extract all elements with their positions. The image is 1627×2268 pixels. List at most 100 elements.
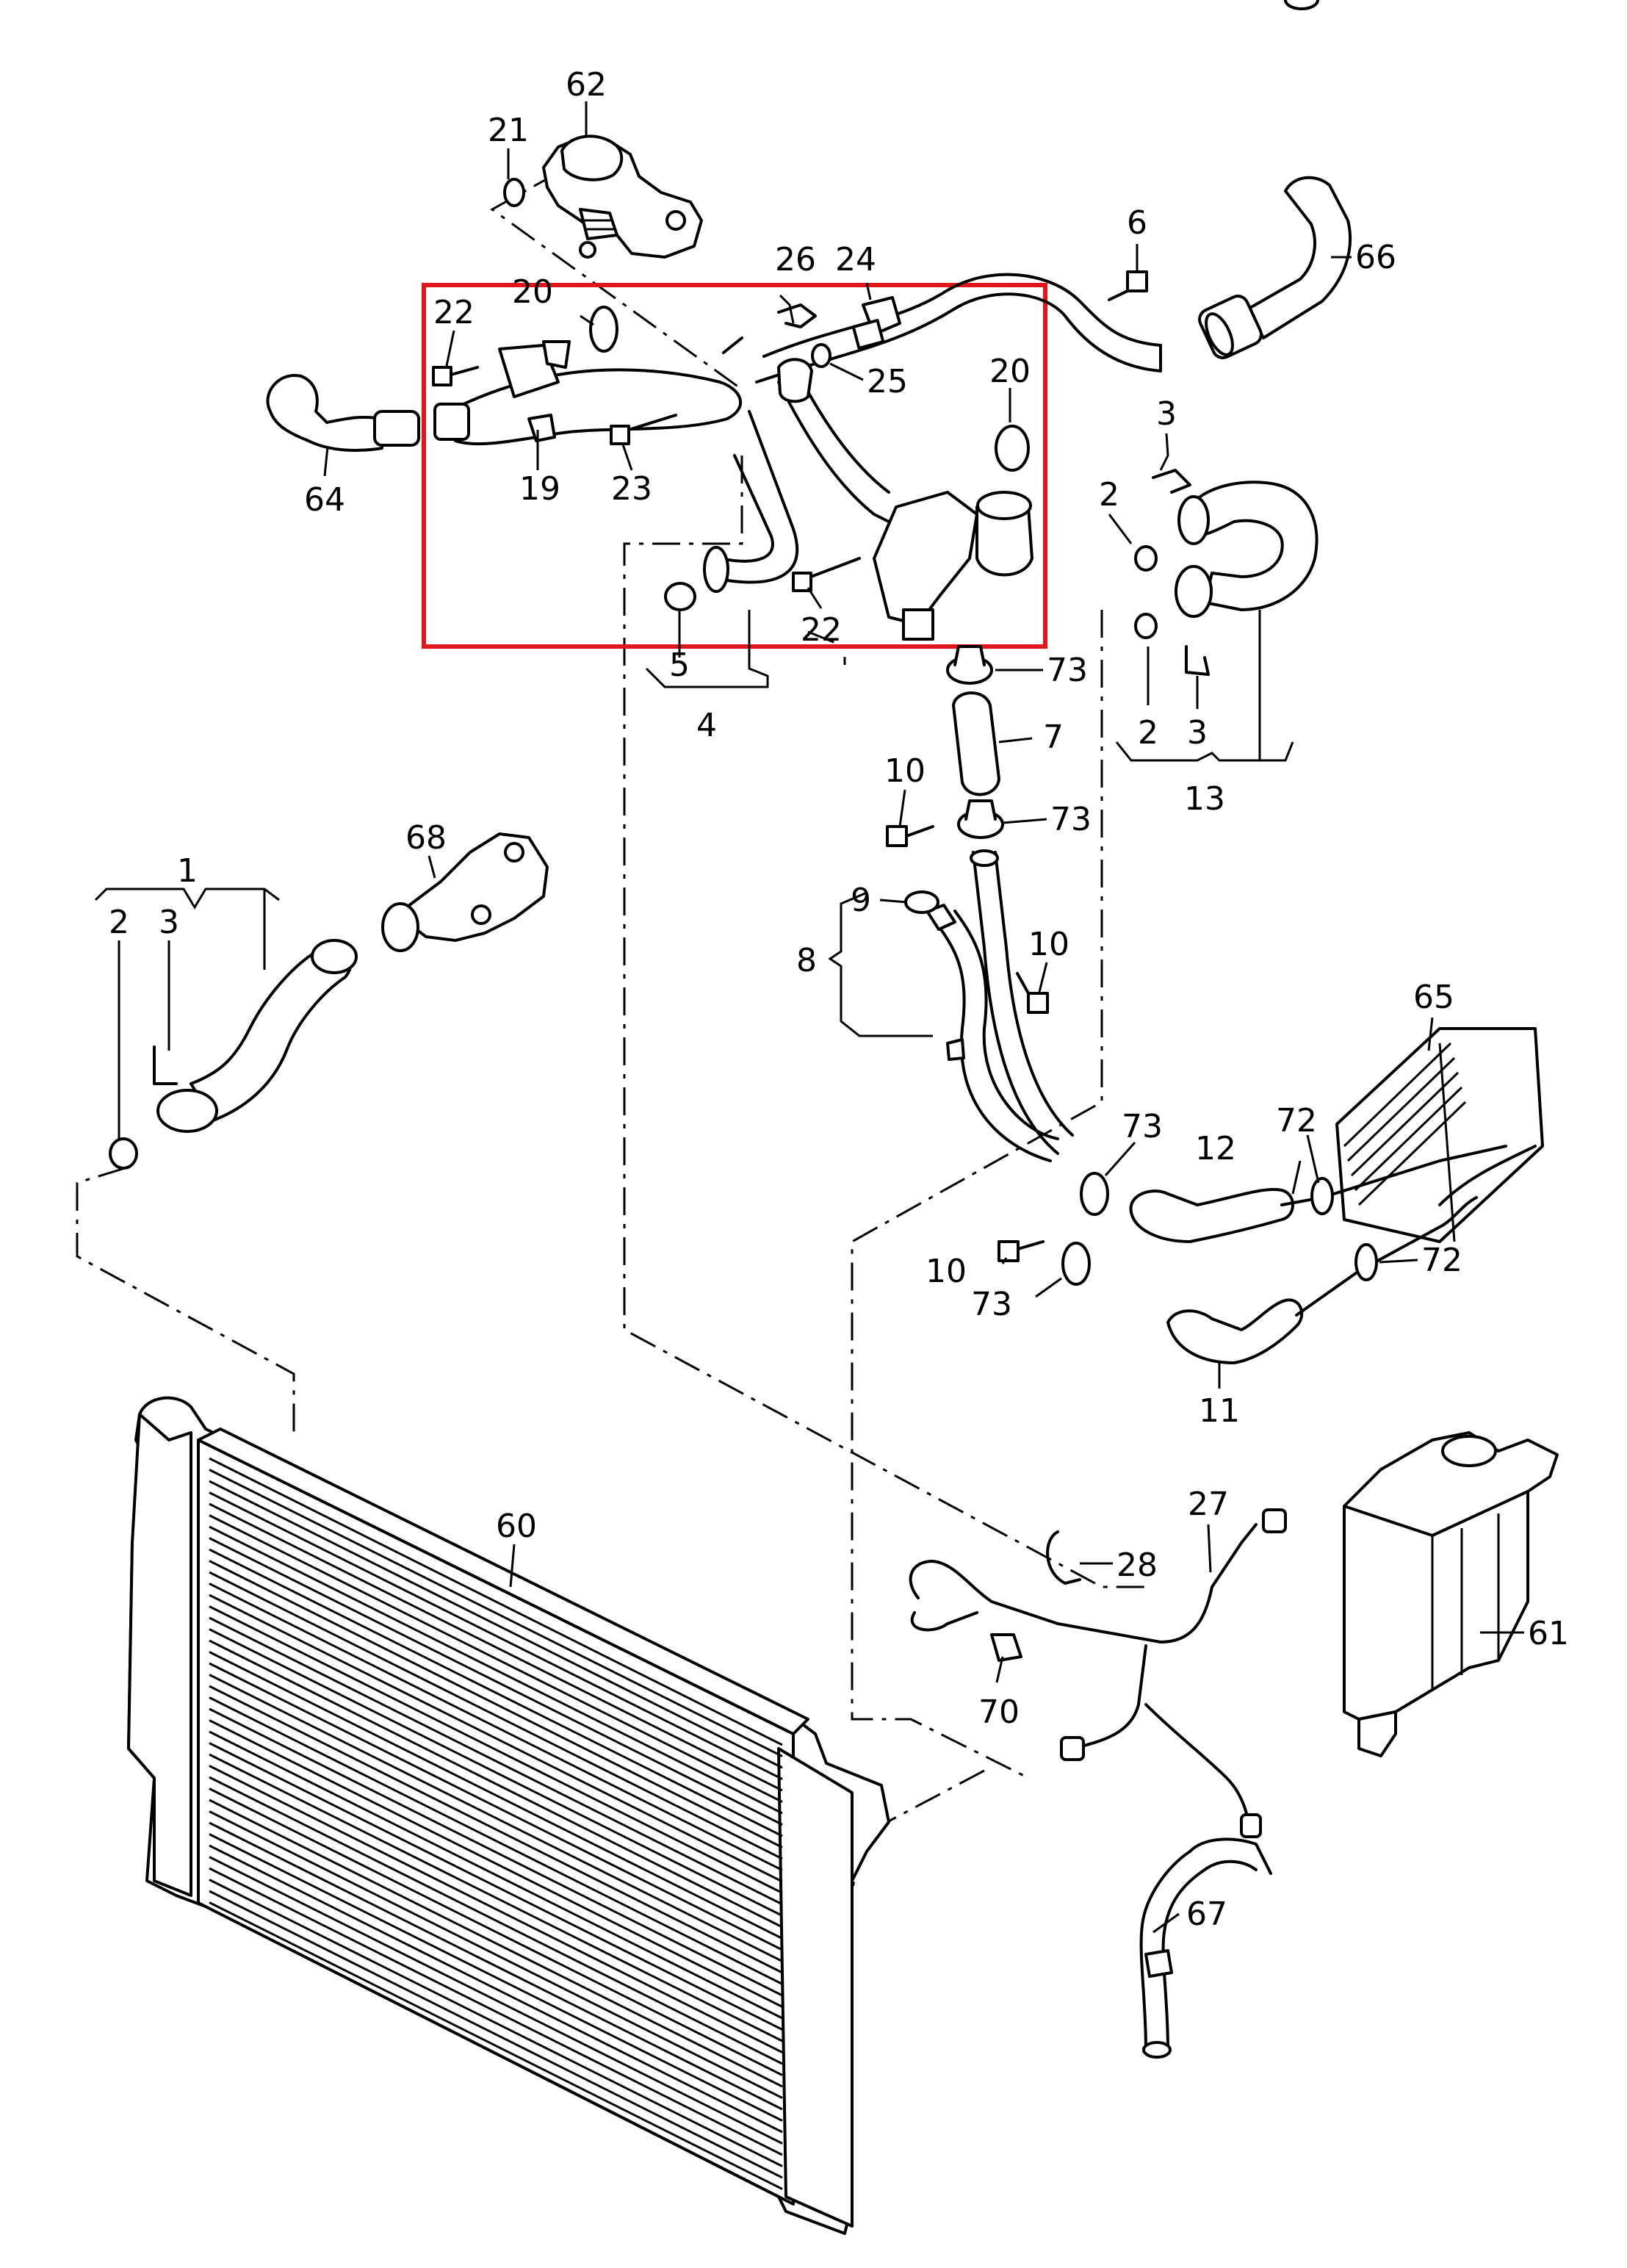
radiator-fin: [209, 1810, 783, 2099]
part-10-bolt-lower: [998, 1240, 1045, 1262]
callout-20-left: 20: [512, 273, 553, 311]
callout-28: 28: [1116, 1547, 1158, 1584]
callout-4: 4: [696, 707, 717, 744]
radiator-fin: [209, 1867, 783, 2156]
part-20-o-ring-right: [995, 425, 1030, 472]
callout-labels: 62 21 6 66 26 24 25 20 22 19 23 20 22 5 …: [109, 66, 1569, 1933]
callout-12: 12: [1195, 1130, 1236, 1167]
callout-72-lower: 72: [1421, 1242, 1462, 1279]
callout-8: 8: [796, 942, 817, 979]
radiator-fin: [209, 1514, 783, 1803]
radiator-fin: [209, 1685, 783, 1974]
part-70-clip: [990, 1633, 1022, 1662]
callout-11: 11: [1199, 1392, 1240, 1430]
callout-68: 68: [405, 819, 447, 857]
part-68-flange: [381, 832, 549, 952]
callout-73-top: 73: [1047, 652, 1088, 689]
callout-61: 61: [1528, 1615, 1569, 1652]
radiator-fin: [209, 1901, 783, 2190]
callout-3-left: 3: [159, 904, 179, 941]
callout-2-left: 2: [109, 904, 129, 941]
part-21-o-ring: [503, 178, 525, 207]
part-13-hose-assembly: [1175, 480, 1318, 618]
part-27-hose-line: [909, 1508, 1287, 1838]
part-7-hose: [952, 691, 1000, 796]
callout-10-lower: 10: [926, 1253, 967, 1290]
callout-60: 60: [496, 1508, 537, 1545]
radiator-fin: [209, 1537, 783, 1826]
part-2-o-ring-upper: [1134, 545, 1158, 572]
radiator-fins: [209, 1457, 783, 2190]
part-2-o-ring-lower: [1134, 613, 1158, 639]
callout-72-upper: 72: [1276, 1102, 1317, 1140]
part-73-clamp-middle: [957, 799, 1004, 839]
radiator-fin: [209, 1719, 783, 2008]
radiator-fin: [209, 1594, 783, 1883]
callout-5: 5: [669, 647, 690, 684]
part-20-o-ring-left: [589, 306, 618, 353]
callout-20-right: 20: [989, 353, 1031, 390]
radiator-fin: [209, 1788, 783, 2076]
part-11-hose: [1166, 1298, 1304, 1364]
radiator-fin: [209, 1502, 783, 1792]
radiator-fin: [209, 1616, 783, 1906]
callout-3-upper: 3: [1156, 395, 1177, 433]
radiator-fin: [209, 1605, 783, 1894]
part-23-bolt: [610, 414, 677, 445]
callout-62: 62: [566, 66, 607, 104]
part-72-clamp-upper: [1310, 1177, 1334, 1215]
radiator-fin: [209, 1639, 783, 1929]
callout-64: 64: [304, 481, 345, 519]
highlight-box: [422, 283, 1047, 649]
part-60-radiator: [127, 1396, 890, 2235]
radiator-fin: [209, 1651, 783, 1940]
part-1-hose: [156, 939, 358, 1133]
callout-66: 66: [1355, 239, 1396, 276]
part-12-hose: [1129, 1188, 1294, 1243]
callout-73-right: 73: [1122, 1108, 1163, 1145]
callout-7: 7: [1043, 719, 1064, 756]
part-24-sensor: [851, 296, 901, 350]
part-73-clamp-right-upper: [1080, 1172, 1109, 1216]
part-9-o-ring: [904, 890, 939, 914]
callout-24: 24: [835, 241, 876, 278]
part-28-clip: [1046, 1530, 1081, 1585]
callout-22-right: 22: [801, 611, 842, 649]
callout-10-top: 10: [884, 752, 926, 790]
radiator-fin: [209, 1844, 783, 2134]
radiator-fin: [209, 1583, 783, 1871]
radiator-fin: [209, 1753, 783, 2042]
assembly-guide-lines: [76, 171, 1146, 1896]
callout-1: 1: [177, 852, 198, 890]
part-8-pipe: [926, 849, 1074, 1162]
radiator-fin: [209, 1833, 783, 2122]
radiator-fin: [209, 1662, 783, 1951]
radiator-fin: [209, 1856, 783, 2145]
callout-65: 65: [1413, 979, 1454, 1016]
radiator-fin: [209, 1742, 783, 2031]
callout-6: 6: [1127, 204, 1147, 242]
callout-73-lower: 73: [971, 1286, 1012, 1323]
callout-67: 67: [1186, 1896, 1227, 1933]
part-coolant-pipe-assembly: [433, 273, 1162, 641]
radiator-fin: [209, 1821, 783, 2111]
callout-70: 70: [978, 1693, 1020, 1731]
part-10-bolt-top: [886, 825, 934, 847]
radiator-fin: [209, 1765, 783, 2053]
radiator-fin: [209, 1696, 783, 1985]
part-2-o-ring-left: [109, 1137, 138, 1170]
part-25-o-ring: [811, 343, 831, 368]
part-26-clip: [777, 303, 817, 328]
callout-19: 19: [519, 470, 560, 508]
part-72-clamp-lower: [1354, 1243, 1378, 1281]
part-22-bolt-left: [432, 366, 479, 386]
part-67-pipe: [1139, 1837, 1272, 2059]
radiator-fin: [209, 1730, 783, 2020]
part-62-thermostat-housing: [542, 134, 703, 259]
part-22-bolt-right: [792, 557, 861, 592]
callout-leaders: [94, 101, 1524, 1934]
part-73-clamp-top: [946, 645, 993, 685]
callout-10-middle: 10: [1028, 926, 1069, 963]
callout-22-left: 22: [433, 294, 475, 331]
radiator-fin: [209, 1548, 783, 1837]
